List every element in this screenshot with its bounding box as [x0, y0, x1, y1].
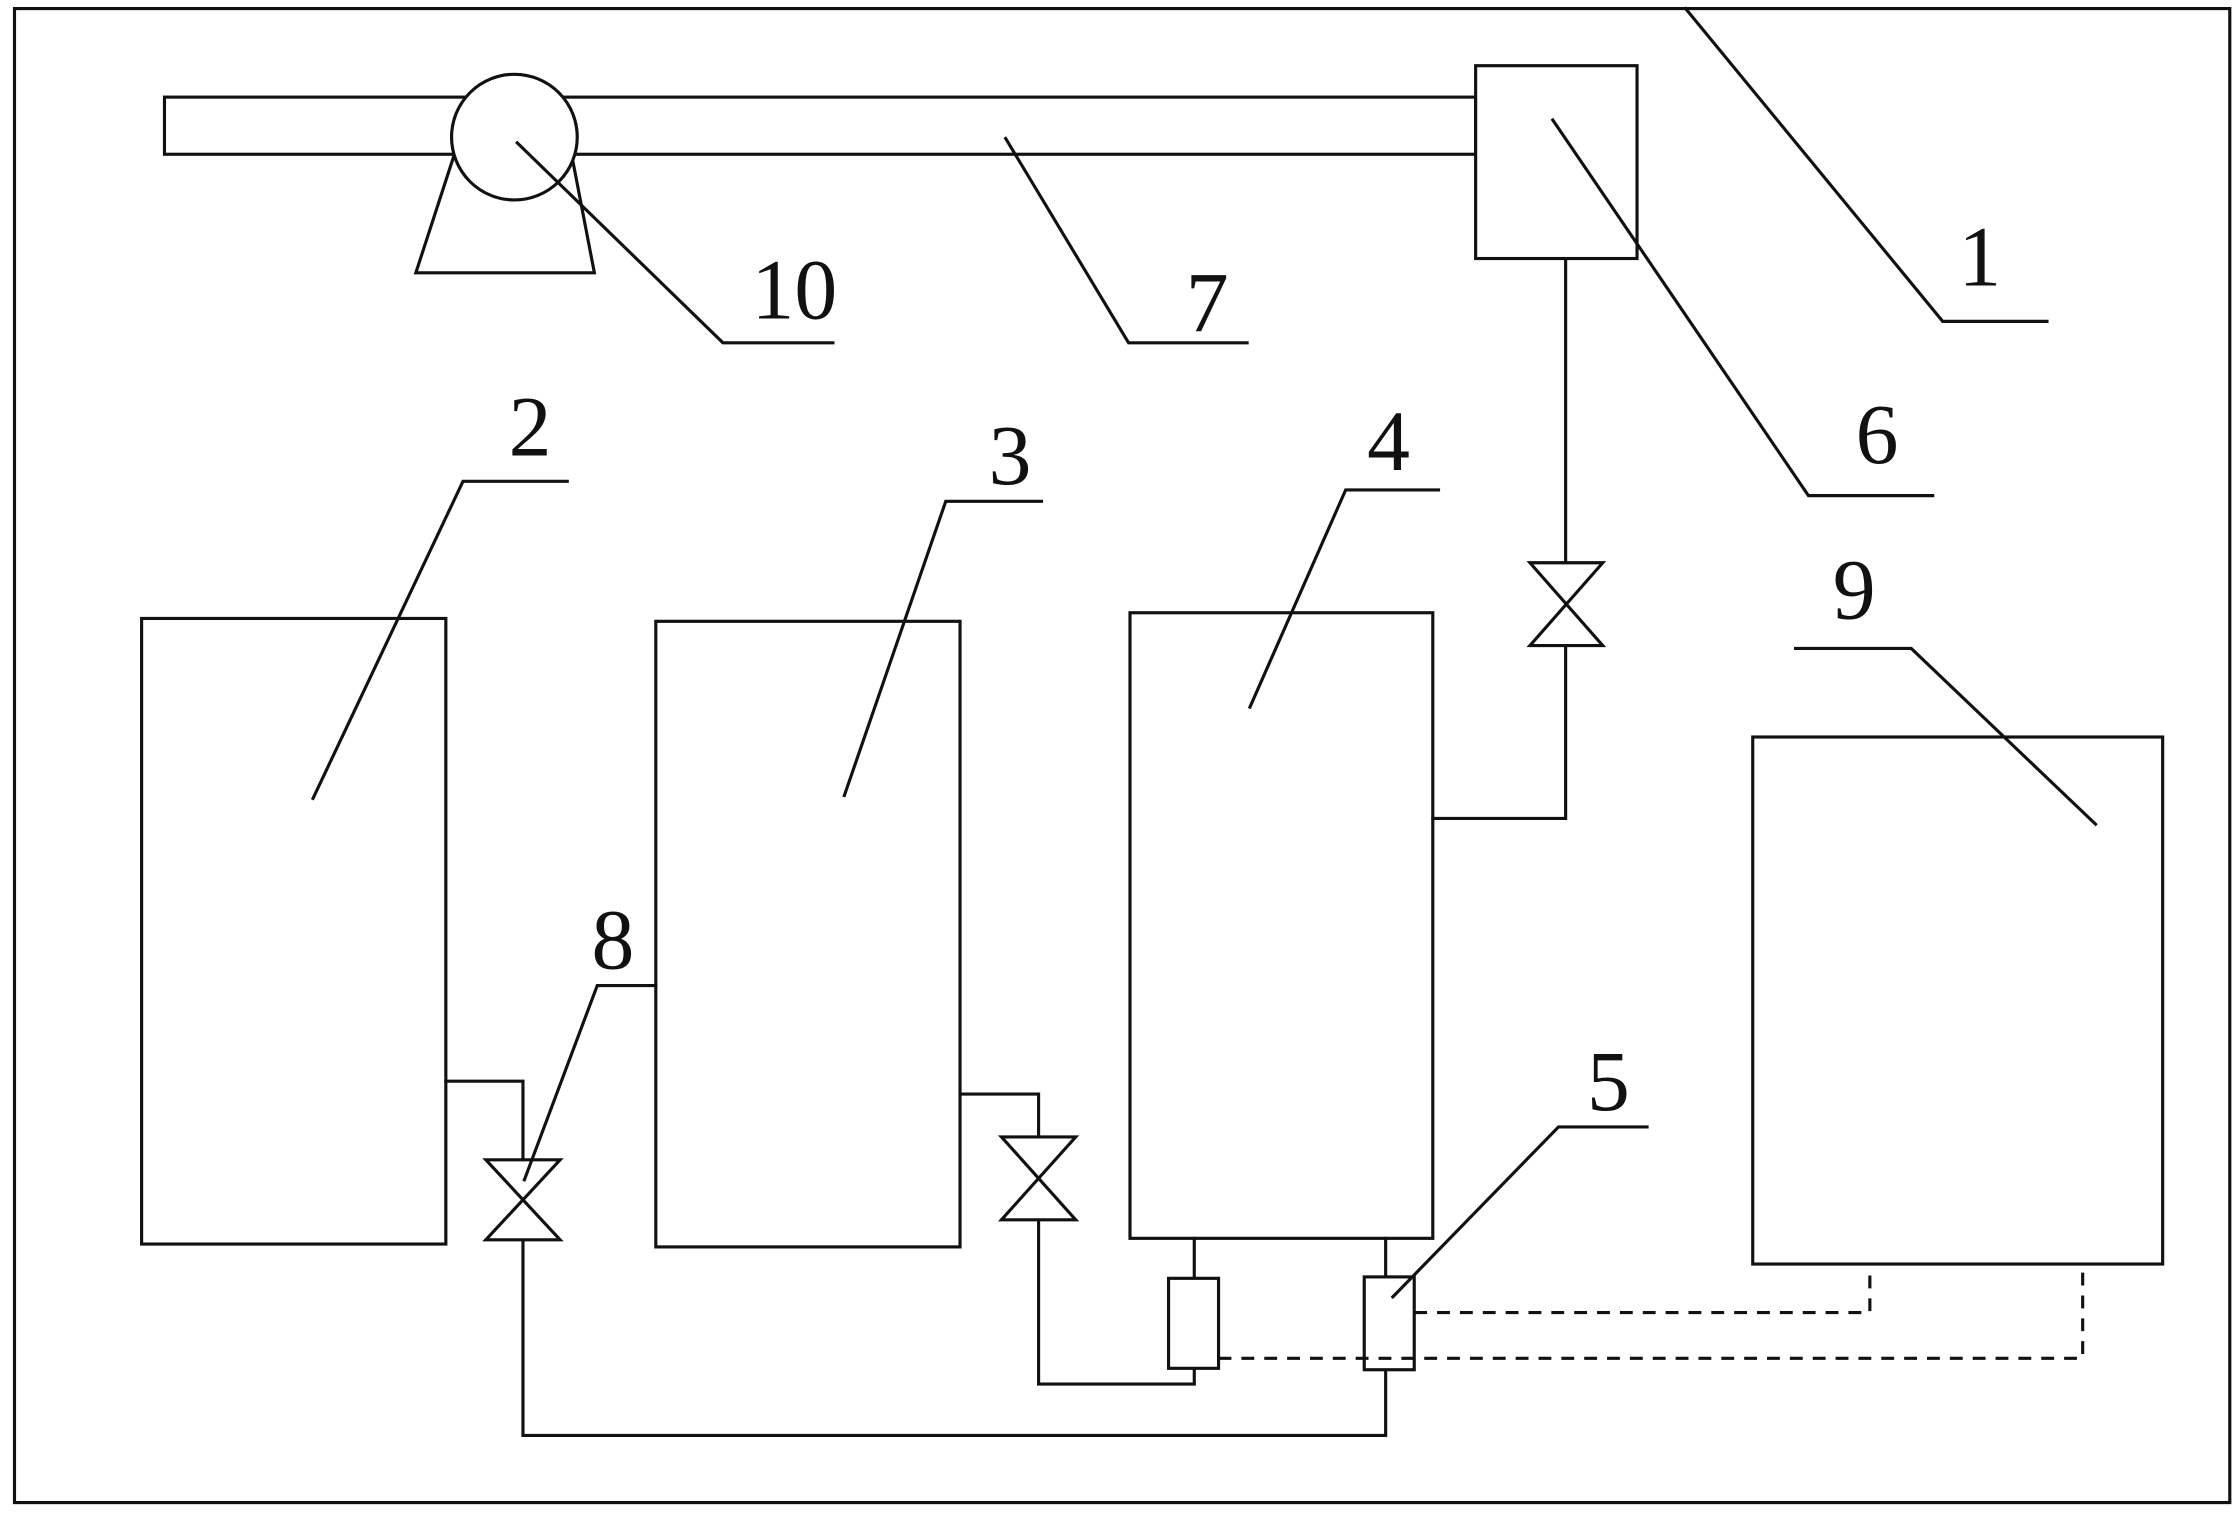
sensor-right — [1362, 1275, 1416, 1372]
pipe-tank2-valve — [444, 1079, 525, 1162]
signal-line-upper — [1414, 1264, 1872, 1315]
label-10: 10 — [752, 243, 838, 338]
label-4: 4 — [1367, 394, 1410, 489]
label-6: 6 — [1856, 387, 1899, 482]
leader-lines — [310, 6, 2098, 1300]
valve-left — [482, 1158, 564, 1242]
valve-top — [1526, 561, 1607, 648]
pipe-valve-mid-return — [1037, 1218, 1196, 1386]
label-1: 1 — [1958, 210, 2001, 305]
label-5: 5 — [1587, 1034, 1630, 1129]
valve-mid — [997, 1135, 1080, 1222]
duct — [162, 95, 1478, 156]
fan — [413, 72, 597, 275]
label-9: 9 — [1833, 542, 1876, 637]
label-3: 3 — [989, 408, 1032, 503]
controller-box — [1474, 64, 1639, 261]
label-7: 7 — [1186, 255, 1229, 350]
tank-3 — [654, 619, 962, 1249]
label-8: 8 — [592, 892, 635, 987]
pipe-valve-left-return — [521, 1238, 1388, 1438]
sensor-left — [1166, 1276, 1221, 1370]
label-2: 2 — [509, 380, 552, 475]
outer-frame — [12, 6, 2232, 1505]
pipe-tank3-valve — [958, 1092, 1041, 1139]
tank-4 — [1128, 611, 1435, 1240]
tank-2 — [140, 616, 448, 1246]
signal-line-lower — [1218, 1264, 2085, 1360]
tank-9 — [1751, 735, 2165, 1266]
pipe-valve-tank4 — [1431, 644, 1568, 820]
